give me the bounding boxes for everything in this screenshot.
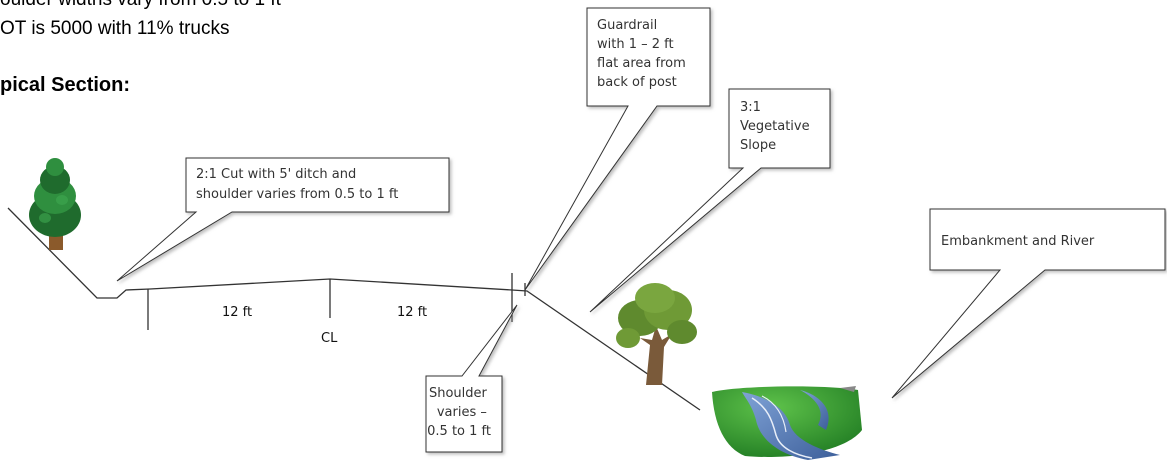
pine-tree-icon <box>29 158 81 250</box>
callout-slope-line1: 3:1 <box>740 100 761 115</box>
header-adt: OT is 5000 with 11% trucks <box>0 18 230 39</box>
callout-guardrail-line3: flat area from <box>597 56 686 71</box>
callout-shoulder-line3: 0.5 to 1 ft <box>427 424 491 439</box>
river-icon <box>712 386 862 460</box>
lane-right-width: 12 ft <box>397 305 427 320</box>
header-shoulder-widths: oulder widths vary from 0.5 to 1 ft <box>0 0 281 11</box>
svg-text:3:1 Vegetative Slo: 3:1 Vegetative Slope <box>740 100 814 153</box>
callout-slope-line3: Slope <box>740 138 776 153</box>
callout-shoulder-line1: Shoulder <box>429 386 488 401</box>
callout-slope-line2: Vegetative <box>740 119 810 134</box>
centerline-label: CL <box>321 331 338 346</box>
svg-text:2:1 Cut with 5' ditch and: 2:1 Cut with 5' ditch and shoulder varie… <box>196 167 398 202</box>
road-profile <box>7 207 701 411</box>
cut-slope-and-ditch <box>7 207 701 411</box>
callout-cut: 2:1 Cut with 5' ditch and shoulder varie… <box>116 157 450 282</box>
section-title: pical Section: <box>0 74 131 96</box>
callout-guardrail-line1: Guardrail <box>597 18 657 33</box>
callout-guardrail: Guardrail with 1 – 2 ft flat area from b… <box>524 7 711 291</box>
svg-text:Guardrail with 1 – 2 ft: Guardrail with 1 – 2 ft flat area from b… <box>597 18 690 90</box>
callout-embankment: Embankment and River <box>891 208 1166 399</box>
callout-guardrail-line4: back of post <box>597 75 677 90</box>
callout-cut-line1: 2:1 Cut with 5' ditch and <box>196 167 356 182</box>
svg-text:Shoulder varies –: Shoulder varies – 0.5 to 1 ft <box>427 386 491 439</box>
callout-embankment-text: Embankment and River <box>941 234 1095 249</box>
lane-left-width: 12 ft <box>222 305 252 320</box>
callout-cut-line2: shoulder varies from 0.5 to 1 ft <box>196 187 398 202</box>
callout-slope: 3:1 Vegetative Slope <box>589 88 831 313</box>
callout-shoulder: Shoulder varies – 0.5 to 1 ft <box>425 304 518 453</box>
oak-tree-icon <box>616 283 697 385</box>
callout-guardrail-line2: with 1 – 2 ft <box>597 37 674 52</box>
callout-shoulder-line2: varies – <box>437 405 487 420</box>
